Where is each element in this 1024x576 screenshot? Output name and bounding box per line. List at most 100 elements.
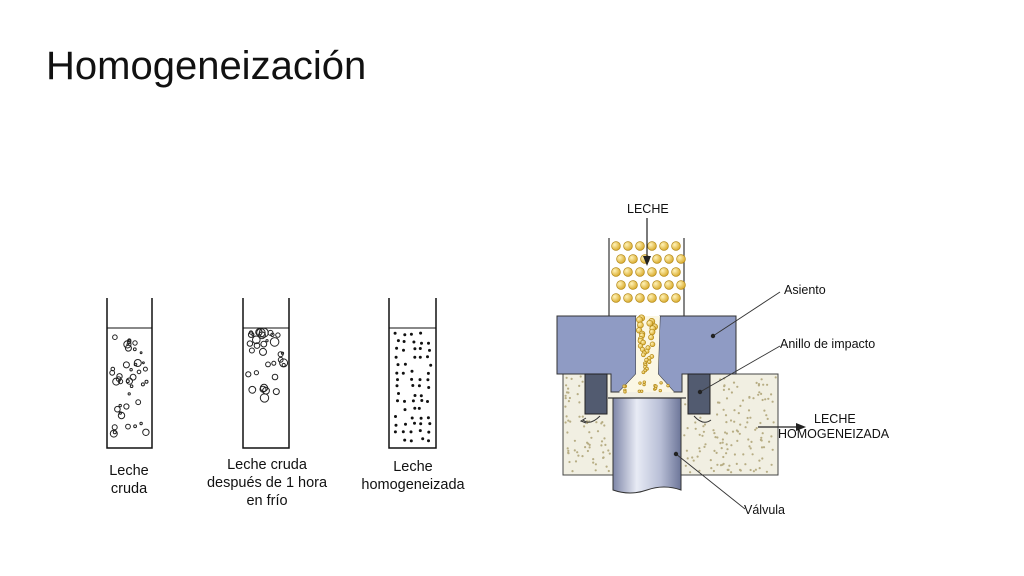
fat-globule: [426, 371, 430, 375]
fat-globule: [397, 392, 400, 395]
speckle: [587, 442, 590, 445]
fat-globule: [118, 403, 122, 408]
speckle: [595, 421, 598, 424]
fat-globule: [410, 416, 414, 420]
speckle: [726, 448, 729, 451]
fat-globule: [623, 390, 627, 394]
speckle: [770, 435, 773, 438]
fat-globule: [421, 437, 425, 441]
speckle: [701, 434, 704, 437]
speckle: [566, 431, 569, 434]
speckle: [730, 471, 733, 474]
speckle: [716, 413, 719, 416]
fat-globule: [395, 384, 399, 388]
fat-globule: [403, 408, 407, 412]
speckle: [755, 427, 758, 430]
fat-globule: [401, 371, 405, 375]
fat-globule: [248, 347, 255, 354]
fat-globule: [676, 280, 686, 290]
fat-globule: [428, 348, 431, 352]
speckle: [757, 383, 761, 386]
speckle: [704, 443, 707, 446]
speckle: [603, 437, 606, 440]
fat-globule: [671, 241, 681, 251]
fat-globule: [112, 430, 117, 435]
speckle: [608, 452, 611, 455]
fat-globule: [247, 331, 255, 338]
flow-arrow-right: [693, 415, 712, 423]
speckle: [567, 419, 570, 422]
fat-globule: [129, 373, 137, 381]
fat-globule: [122, 361, 130, 369]
speckle: [590, 436, 593, 439]
fat-globule: [135, 399, 142, 406]
speckle: [683, 434, 686, 437]
speckle: [576, 393, 579, 396]
speckle: [742, 453, 745, 456]
fat-globule: [132, 340, 138, 346]
fat-globule: [275, 332, 281, 338]
speckle: [716, 436, 719, 439]
speckle: [732, 381, 736, 384]
fat-globule: [271, 360, 277, 366]
speckle: [730, 444, 733, 447]
fat-globule: [259, 347, 267, 356]
speckle: [724, 414, 728, 417]
fat-globule: [413, 421, 416, 425]
speckle: [578, 384, 581, 387]
fat-globule: [616, 254, 626, 264]
fat-globule: [281, 362, 286, 368]
speckle: [739, 423, 742, 426]
impact-ring-right: [687, 373, 711, 415]
speckle: [727, 468, 730, 471]
speckle: [761, 398, 764, 402]
speckle: [754, 428, 757, 431]
speckle: [758, 391, 761, 394]
speckle: [771, 448, 774, 451]
tube-homogenized-milk: [388, 298, 437, 449]
fat-globule: [426, 378, 430, 382]
fat-globule: [129, 368, 133, 372]
speckle: [733, 453, 737, 456]
tube-label-raw-cold: Leche cruda después de 1 hora en frío: [206, 457, 328, 509]
speckle: [752, 470, 756, 473]
speckle: [722, 388, 726, 391]
fat-globule: [664, 280, 674, 290]
fat-globules-clustered: [245, 327, 289, 403]
speckle: [601, 421, 604, 424]
fat-globule: [412, 340, 416, 344]
speckle: [603, 424, 606, 427]
speckle: [596, 430, 600, 433]
fat-globule: [647, 241, 657, 251]
fat-globule: [623, 241, 633, 251]
speckle: [686, 427, 689, 430]
speckle: [604, 443, 607, 446]
fat-globule: [279, 358, 289, 368]
speckle: [760, 439, 763, 442]
speckle: [725, 421, 728, 424]
fat-globule: [411, 384, 415, 387]
speckle: [762, 446, 766, 449]
speckle: [721, 438, 725, 441]
fat-globule: [396, 378, 399, 382]
fat-globule: [418, 347, 422, 350]
fat-globule: [129, 384, 134, 389]
fat-globule: [109, 429, 118, 438]
fat-globule: [419, 394, 423, 398]
fat-globule: [401, 430, 405, 434]
speckle: [566, 447, 569, 450]
fat-globule: [664, 254, 674, 264]
speckle: [694, 427, 697, 430]
fat-globule: [396, 399, 399, 403]
speckle: [716, 401, 720, 404]
speckle: [579, 375, 582, 378]
fat-globule: [641, 370, 646, 375]
input-label: LECHE: [627, 202, 669, 216]
fat-globule: [637, 321, 644, 329]
fat-globule: [248, 385, 257, 394]
speckle: [605, 465, 608, 468]
fat-globule: [395, 371, 399, 375]
speckle: [712, 469, 716, 473]
speckle: [749, 416, 752, 419]
speckle: [715, 451, 718, 454]
